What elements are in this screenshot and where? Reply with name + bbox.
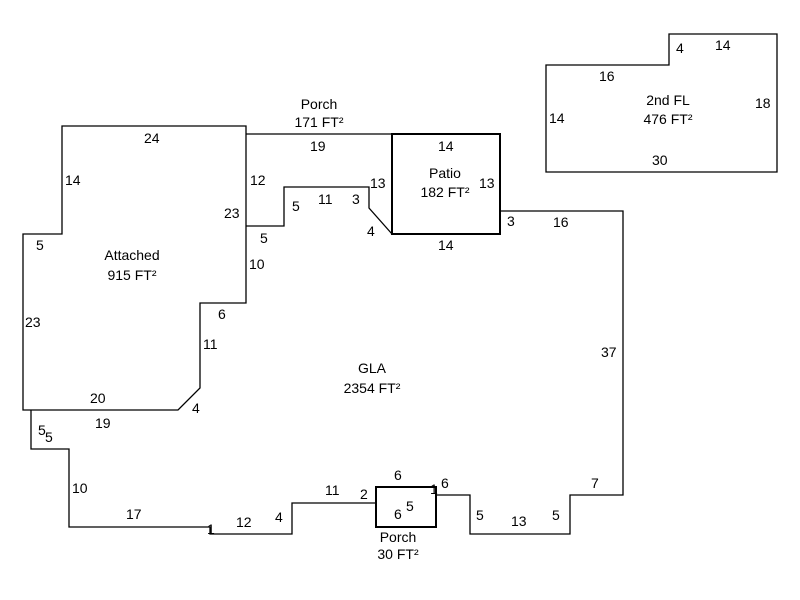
dimension-label: 1 xyxy=(430,481,438,497)
porch-lower-area: 30 FT² xyxy=(377,546,419,562)
dimension-label: 3 xyxy=(352,191,360,207)
dimension-label: 4 xyxy=(275,509,283,525)
dimension-label: 6 xyxy=(218,306,226,322)
dimension-label: 5 xyxy=(38,422,46,438)
dimension-label: 19 xyxy=(95,415,111,431)
attached-outline xyxy=(22,125,247,411)
porch-upper-name: Porch xyxy=(301,96,338,112)
dimension-label: 10 xyxy=(72,480,88,496)
dimension-label: 13 xyxy=(511,513,527,529)
dimension-label: 3 xyxy=(507,213,515,229)
dimension-label: 2 xyxy=(360,486,368,502)
dimension-label: 11 xyxy=(318,191,333,207)
dimension-label: 30 xyxy=(652,152,668,168)
dimension-label: 20 xyxy=(90,390,106,406)
second-floor-name: 2nd FL xyxy=(646,92,690,108)
porch-lower-outline xyxy=(375,486,437,528)
dimension-label: 7 xyxy=(591,475,599,491)
porch-upper-outline xyxy=(246,133,393,235)
dimension-label: 5 xyxy=(45,429,53,445)
patio-area: 182 FT² xyxy=(420,184,469,200)
gla-outline xyxy=(30,210,624,535)
dimension-label: 14 xyxy=(438,138,454,154)
dimension-label: 11 xyxy=(203,336,218,352)
dimension-label: 5 xyxy=(406,498,414,514)
dimension-label: 19 xyxy=(310,138,326,154)
dimension-label: 17 xyxy=(126,506,142,522)
dimension-label: 24 xyxy=(144,130,160,146)
dimension-label: 6 xyxy=(394,506,402,522)
dimension-label: 23 xyxy=(224,205,240,221)
dimension-label: 12 xyxy=(236,514,252,530)
dimension-label: 6 xyxy=(394,467,402,483)
dimension-label: 5 xyxy=(260,230,268,246)
second-floor-outline xyxy=(545,33,778,173)
dimension-label: 13 xyxy=(370,175,386,191)
dimension-label: 5 xyxy=(552,507,560,523)
dimension-label: 4 xyxy=(192,400,200,416)
gla-name: GLA xyxy=(358,360,387,376)
dimension-label: 13 xyxy=(479,175,495,191)
patio-name: Patio xyxy=(429,165,461,181)
dimension-label: 11 xyxy=(325,482,340,498)
dimension-label: 37 xyxy=(601,344,617,360)
attached-name: Attached xyxy=(104,247,159,263)
dimension-label: 14 xyxy=(65,172,81,188)
dimension-label: 16 xyxy=(599,68,615,84)
attached-area: 915 FT² xyxy=(107,267,156,283)
gla-area: 2354 FT² xyxy=(344,380,401,396)
dimension-label: 5 xyxy=(36,237,44,253)
dimension-label: 4 xyxy=(676,40,684,56)
dimension-label: 14 xyxy=(549,110,565,126)
dimension-label: 18 xyxy=(755,95,771,111)
dimension-label: 10 xyxy=(249,256,265,272)
dimension-label: 4 xyxy=(367,223,375,239)
dimension-label: 5 xyxy=(476,507,484,523)
dimension-label: 23 xyxy=(25,314,41,330)
dimension-label: 6 xyxy=(441,475,449,491)
dimension-label: 12 xyxy=(250,172,266,188)
porch-upper-area: 171 FT² xyxy=(294,114,343,130)
patio-outline xyxy=(391,133,501,235)
porch-lower-name: Porch xyxy=(380,529,417,545)
dimension-label: 14 xyxy=(438,237,454,253)
dimension-label: 14 xyxy=(715,37,731,53)
dimension-label: 1 xyxy=(207,521,215,537)
dimension-label: 16 xyxy=(553,214,569,230)
second-floor-area: 476 FT² xyxy=(643,111,692,127)
dimension-label: 5 xyxy=(292,198,300,214)
